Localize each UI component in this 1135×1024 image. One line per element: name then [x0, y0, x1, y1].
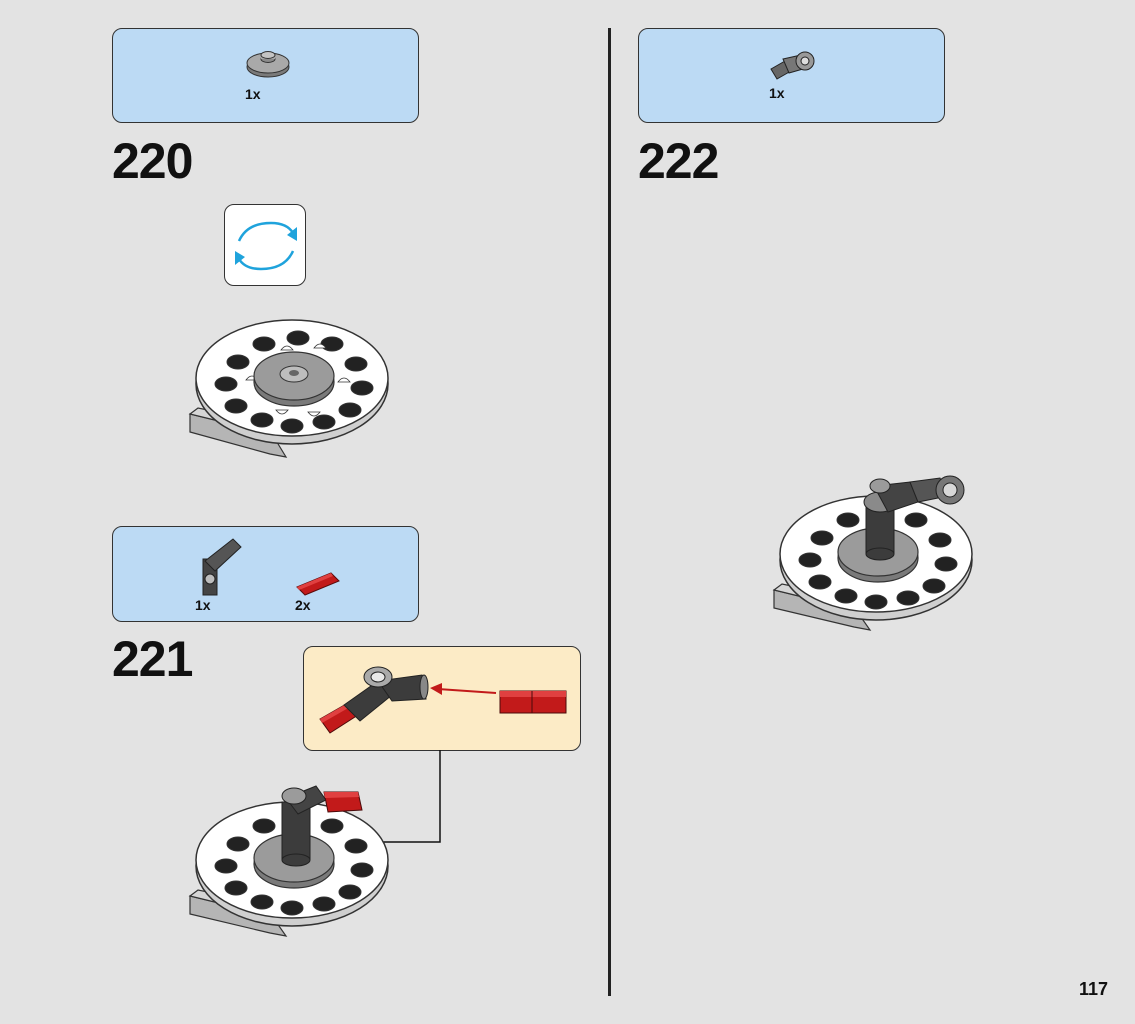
part-quantity: 2x: [295, 597, 311, 613]
turntable-final-assembly-illustration: [772, 475, 973, 631]
connector-assembly-icon: [770, 51, 815, 80]
step-number-220: 220: [112, 133, 193, 189]
rotate-model-box: [224, 204, 306, 286]
round-plate-icon: [246, 51, 290, 78]
column-divider: [608, 28, 611, 996]
part-quantity: 1x: [245, 86, 261, 102]
red-axle-pin-icon: [296, 572, 340, 596]
step-number-222: 222: [638, 133, 719, 189]
parts-list-step-222: 1x: [638, 28, 945, 123]
angled-connector-icon: [202, 538, 242, 596]
turntable-assembly-illustration: [188, 319, 389, 458]
page-number: 117: [1078, 979, 1108, 999]
connector-with-pin-illustration: [319, 666, 567, 734]
rotate-arrows-icon: [235, 221, 297, 271]
part-quantity: 1x: [195, 597, 211, 613]
step-number-221: 221: [112, 631, 193, 687]
parts-list-step-221: 1x 2x: [112, 526, 419, 622]
part-quantity: 1x: [769, 85, 785, 101]
parts-list-step-220: 1x: [112, 28, 419, 123]
sub-assembly-callout: [303, 646, 581, 751]
turntable-with-connector-illustration: [188, 785, 389, 937]
